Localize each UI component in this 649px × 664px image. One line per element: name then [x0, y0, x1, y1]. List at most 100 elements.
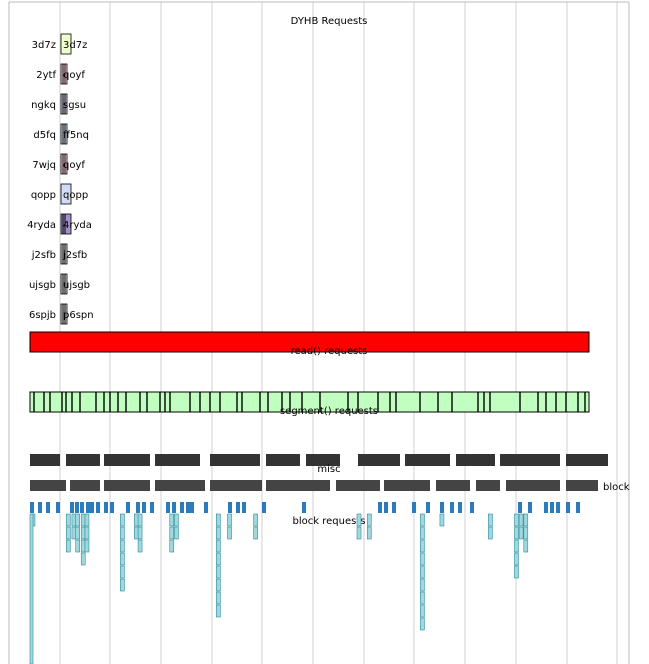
block-request-mark [440, 502, 444, 513]
dyhb-request-bar [60, 183, 72, 205]
block-request-mark [302, 502, 306, 513]
block-stack-cell [120, 526, 125, 540]
dyhb-request-bar [60, 243, 68, 265]
block-stack-cell [134, 526, 139, 540]
block-stack-cell [420, 526, 425, 540]
block-lane-mark [70, 480, 100, 491]
block-stack-cell [518, 513, 524, 527]
block-stack-cell [514, 526, 519, 540]
segment-requests-label: segment() requests [280, 406, 378, 417]
block-stack-cell [216, 526, 221, 540]
block-stack-cell [216, 552, 221, 566]
block-stack-cell [216, 591, 221, 605]
block-request-mark [412, 502, 416, 513]
block-request-mark [576, 502, 580, 513]
block-request-mark [180, 502, 184, 513]
block-request-mark [242, 502, 246, 513]
block-request-mark [228, 502, 232, 513]
misc-request-mark [66, 454, 100, 466]
dyhb-server-label: ujsgb [29, 280, 56, 291]
block-stack-cell [120, 578, 125, 592]
block-request-mark [30, 502, 34, 513]
misc-request-mark [500, 454, 560, 466]
dyhb-status-label: j2sfb [62, 250, 87, 261]
block-request-mark [528, 502, 532, 513]
misc-request-mark [358, 454, 400, 466]
block-request-mark [172, 502, 176, 513]
read-requests-bar [29, 331, 590, 353]
block-stack-cell [216, 539, 221, 553]
misc-request-mark [566, 454, 608, 466]
block-stack-cell [514, 552, 519, 566]
block-lane-mark [210, 480, 262, 491]
block-requests-group: block requests [29, 502, 580, 664]
block-stack-cell [488, 513, 493, 527]
block-stack-cell [216, 513, 221, 527]
block-request-mark [544, 502, 548, 513]
block-request-mark [38, 502, 42, 513]
block-stack-cell [80, 539, 86, 553]
block-request-mark [556, 502, 560, 513]
dyhb-server-label: 6spjb [29, 310, 56, 321]
block-stack-cell [66, 539, 71, 553]
block-lane-mark [155, 480, 205, 491]
block-stack-cell [514, 513, 519, 527]
block-stack-cell [169, 539, 175, 553]
dyhb-status-label: 3d7z [63, 40, 87, 51]
block-stack-cell [439, 513, 445, 527]
block-stack-cell [514, 539, 519, 553]
block-lane-mark [266, 480, 330, 491]
dyhb-row: j2sfb j2sfb [31, 243, 87, 265]
block-stack-cell [523, 513, 529, 527]
block-request-mark [426, 502, 430, 513]
block-stack-cell [169, 526, 175, 540]
block-stack-cell [366, 513, 372, 527]
block-stack-cell [523, 526, 529, 540]
block-request-mark [142, 502, 146, 513]
dyhb-server-label: j2sfb [31, 250, 56, 261]
block-stack-long [29, 513, 34, 664]
misc-request-mark [210, 454, 260, 466]
misc-request-mark [456, 454, 495, 466]
block-stack-cell [137, 513, 143, 527]
block-request-mark [392, 502, 396, 513]
block-stack-cell [137, 539, 143, 553]
dyhb-status-label: ujsgb [63, 280, 90, 291]
dyhb-status-label: sgsu [63, 100, 86, 111]
chart-title: DYHB Requests [291, 16, 368, 27]
dyhb-status-label: p6spn [63, 310, 94, 321]
block-stack-cell [216, 604, 221, 618]
block-stack-cell [75, 539, 80, 553]
block-request-mark [80, 502, 84, 513]
block-request-mark [75, 502, 79, 513]
block-request-mark [110, 502, 114, 513]
misc-request-mark [104, 454, 150, 466]
block-request-mark [550, 502, 554, 513]
dyhb-status-label: 4ryda [63, 220, 92, 231]
block-request-mark [96, 502, 100, 513]
dyhb-request-bar [60, 213, 72, 235]
block-stack-cell [356, 526, 362, 540]
block-request-mark [262, 502, 266, 513]
block-stack-cell [66, 513, 71, 527]
dyhb-request-bar [60, 303, 68, 325]
block-stack-cell [420, 552, 425, 566]
dyhb-request-bar [60, 93, 68, 115]
block-stack-cell [420, 539, 425, 553]
dyhb-status-label: qoyf [63, 160, 85, 171]
misc-request-mark [266, 454, 300, 466]
block-lane-mark [506, 480, 560, 491]
block-requests-label: block requests [293, 516, 366, 527]
dyhb-request-bar [60, 123, 68, 145]
block-stack-cell [514, 565, 519, 579]
block-request-mark [56, 502, 60, 513]
block-stack-cell [366, 526, 372, 540]
block-stack-cell [420, 578, 425, 592]
block-stack-cell [71, 513, 77, 527]
block-request-mark [204, 502, 208, 513]
block-stack-cell [518, 526, 524, 540]
